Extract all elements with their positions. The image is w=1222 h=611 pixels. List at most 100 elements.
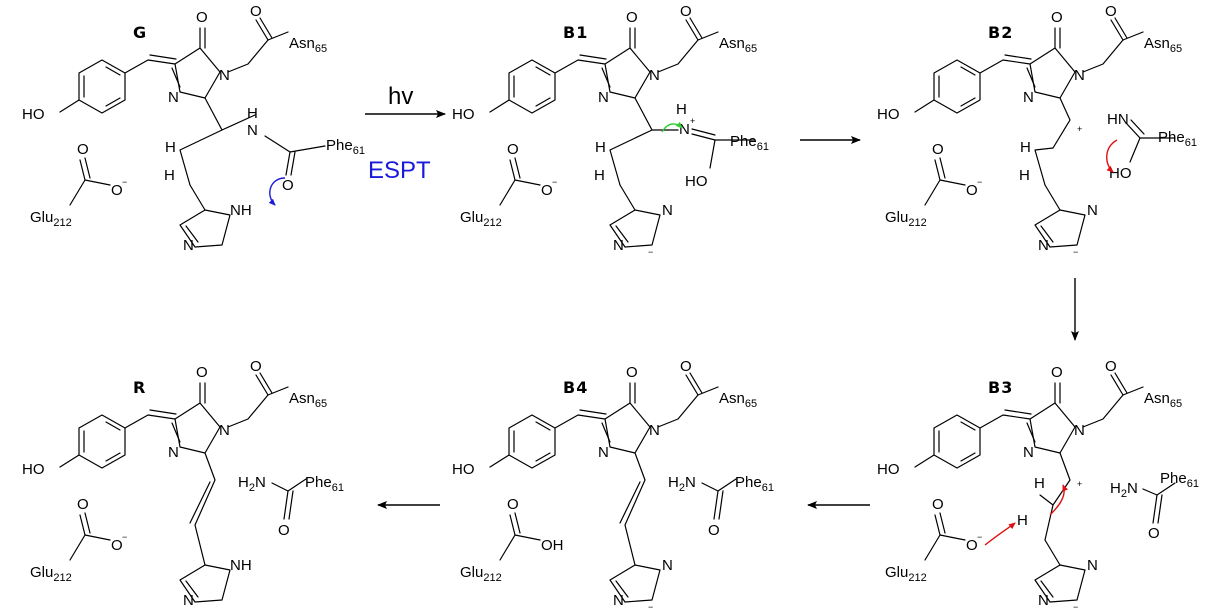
svg-text:N: N (219, 422, 230, 439)
svg-text:N: N (183, 237, 194, 254)
svg-text:−: − (648, 602, 653, 611)
svg-text:H: H (1034, 475, 1045, 492)
svg-text:+: + (1077, 479, 1082, 489)
svg-text:−: − (1073, 247, 1078, 257)
svg-text:H: H (1019, 167, 1030, 184)
svg-text:H: H (594, 167, 605, 184)
svg-text:N: N (1074, 422, 1085, 439)
svg-text:−: − (122, 532, 127, 542)
svg-text:Phe61: Phe61 (305, 474, 344, 494)
svg-text:H: H (247, 105, 258, 122)
svg-text:Glu212: Glu212 (460, 564, 502, 584)
structure-b3: B3 HO O N N O Asn65 + H H N N − H2N Phe6… (877, 358, 1199, 611)
svg-text:N: N (1087, 557, 1098, 574)
svg-text:O: O (77, 141, 89, 158)
svg-text:Asn65: Asn65 (719, 35, 757, 55)
electron-arrow (1049, 484, 1069, 516)
svg-text:O: O (507, 496, 519, 513)
structure-r: R HO O N N O Asn65 NH N H2N Phe61 O O O … (22, 358, 344, 609)
svg-text:HN: HN (1107, 111, 1129, 128)
svg-text:O: O (111, 537, 123, 554)
svg-text:B2: B2 (988, 23, 1013, 42)
svg-text:−: − (552, 177, 557, 187)
electron-arrow (661, 121, 683, 133)
svg-text:−: − (977, 532, 982, 542)
svg-text:Asn65: Asn65 (1144, 35, 1182, 55)
svg-text:Phe61: Phe61 (730, 133, 769, 153)
svg-text:H: H (595, 139, 606, 156)
svg-text:Asn65: Asn65 (289, 390, 327, 410)
svg-text:HO: HO (1109, 165, 1132, 182)
svg-text:H: H (165, 139, 176, 156)
svg-text:Asn65: Asn65 (719, 390, 757, 410)
svg-text:O: O (1148, 525, 1160, 542)
svg-text:O: O (250, 358, 262, 375)
svg-text:HO: HO (22, 461, 45, 478)
svg-text:N: N (1023, 89, 1034, 106)
svg-text:O: O (1105, 358, 1117, 375)
svg-text:−: − (648, 247, 653, 257)
structure-b2: B2 HO O N N O Asn65 + H H N N − HN Phe61… (877, 3, 1197, 257)
svg-text:N: N (613, 237, 624, 254)
svg-text:Glu212: Glu212 (885, 209, 927, 229)
svg-text:N: N (662, 202, 673, 219)
svg-text:Asn65: Asn65 (1144, 390, 1182, 410)
svg-text:R: R (133, 378, 146, 397)
svg-text:Phe61: Phe61 (1158, 129, 1197, 149)
svg-text:H: H (676, 101, 687, 118)
svg-text:+: + (1077, 124, 1082, 134)
svg-text:Phe61: Phe61 (326, 137, 365, 157)
svg-text:N: N (168, 89, 179, 106)
svg-text:O: O (282, 177, 294, 194)
svg-text:O: O (507, 141, 519, 158)
svg-text:NH: NH (230, 202, 252, 219)
svg-text:+: + (690, 116, 695, 126)
svg-text:B3: B3 (988, 378, 1013, 397)
svg-text:N: N (1038, 237, 1049, 254)
svg-text:N: N (247, 122, 258, 139)
svg-text:O: O (626, 9, 638, 26)
svg-text:OH: OH (541, 537, 564, 554)
electron-arrow (984, 522, 1016, 546)
espt-label: ESPT (368, 157, 431, 184)
svg-text:N: N (1087, 202, 1098, 219)
svg-text:NH: NH (230, 557, 252, 574)
svg-text:N: N (1074, 67, 1085, 84)
svg-text:N: N (598, 444, 609, 461)
svg-text:H2N: H2N (238, 474, 266, 494)
svg-text:N: N (219, 67, 230, 84)
svg-text:O: O (966, 537, 978, 554)
structure-title: G (133, 23, 147, 42)
hv-label: hv (388, 83, 413, 110)
svg-text:−: − (1073, 602, 1078, 611)
svg-text:O: O (278, 522, 290, 539)
svg-text:HO: HO (452, 106, 475, 123)
svg-text:O: O (680, 3, 692, 20)
svg-text:O: O (1051, 364, 1063, 381)
svg-text:−: − (977, 177, 982, 187)
svg-text:O: O (932, 141, 944, 158)
svg-text:Phe61: Phe61 (735, 474, 774, 494)
svg-text:Glu212: Glu212 (30, 564, 72, 584)
structure-b4: B4 HO O N N O Asn65 N N − H2N Phe61 O O … (452, 358, 774, 611)
svg-text:HO: HO (877, 461, 900, 478)
svg-text:HO: HO (877, 106, 900, 123)
svg-text:O: O (541, 182, 553, 199)
svg-text:O: O (196, 364, 208, 381)
svg-text:O: O (111, 182, 123, 199)
svg-text:O: O (966, 182, 978, 199)
svg-text:O: O (250, 3, 262, 20)
svg-text:Asn65: Asn65 (289, 35, 327, 55)
svg-text:H: H (1017, 512, 1028, 529)
svg-text:O: O (626, 364, 638, 381)
svg-text:H: H (1020, 139, 1031, 156)
svg-text:O: O (1051, 9, 1063, 26)
svg-text:B1: B1 (563, 23, 588, 42)
svg-text:N: N (1038, 592, 1049, 609)
svg-text:N: N (613, 592, 624, 609)
svg-text:O: O (708, 522, 720, 539)
svg-text:N: N (1023, 444, 1034, 461)
svg-text:N: N (598, 89, 609, 106)
svg-text:Glu212: Glu212 (460, 209, 502, 229)
